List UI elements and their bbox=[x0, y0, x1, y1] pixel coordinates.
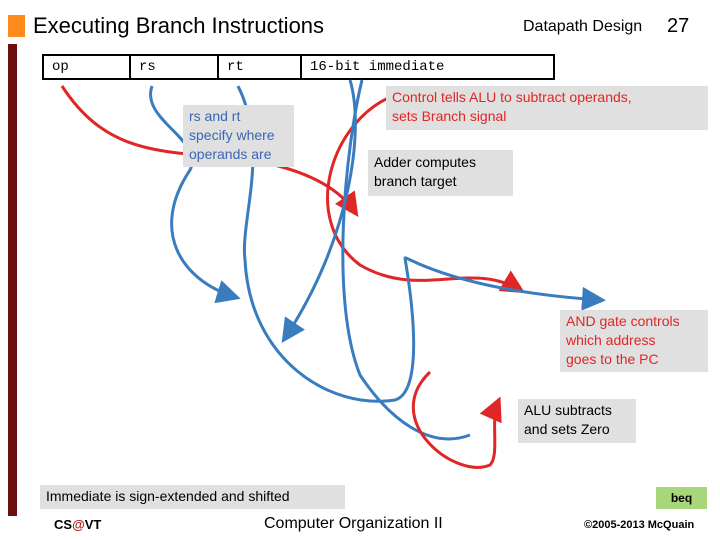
section-label: Datapath Design bbox=[523, 18, 643, 35]
note-rs-rt: rs and rt specify where operands are bbox=[183, 105, 294, 167]
note-control: Control tells ALU to subtract operands, … bbox=[386, 86, 708, 130]
note-adder: Adder computes branch target bbox=[368, 150, 513, 196]
footer-course: Computer Organization II bbox=[264, 515, 443, 532]
footer-left: CS@VT bbox=[54, 517, 101, 532]
arrow-rs-to-register bbox=[149, 85, 241, 304]
note-immediate: Immediate is sign-extended and shifted bbox=[40, 485, 345, 509]
footer-left-at: @ bbox=[72, 517, 85, 532]
footer-left-suffix: VT bbox=[84, 517, 102, 532]
footer-copyright: ©2005-2013 McQuain bbox=[584, 519, 695, 531]
note-alu: ALU subtracts and sets Zero bbox=[518, 399, 636, 443]
beq-badge: beq bbox=[656, 487, 707, 509]
left-accent-bar bbox=[8, 44, 17, 516]
footer-left-prefix: CS bbox=[54, 517, 73, 532]
arrow-immediate-to-adder bbox=[341, 79, 471, 441]
field-rt: rt bbox=[219, 56, 302, 78]
slide-title: Executing Branch Instructions bbox=[33, 13, 325, 38]
note-and-gate: AND gate controls which address goes to … bbox=[560, 310, 708, 372]
arrow-control-to-branch bbox=[326, 93, 526, 294]
arrow-immediate-to-signext bbox=[281, 79, 357, 344]
title-accent-square bbox=[8, 15, 25, 37]
field-rs: rs bbox=[131, 56, 219, 78]
arrow-and-gate-loop bbox=[412, 370, 502, 469]
arrow-rt-to-register bbox=[236, 85, 606, 403]
page-number: 27 bbox=[667, 15, 690, 37]
field-op: op bbox=[44, 56, 131, 78]
field-immediate: 16-bit immediate bbox=[310, 59, 445, 75]
instruction-format: op rs rt 16-bit immediate bbox=[42, 54, 555, 80]
